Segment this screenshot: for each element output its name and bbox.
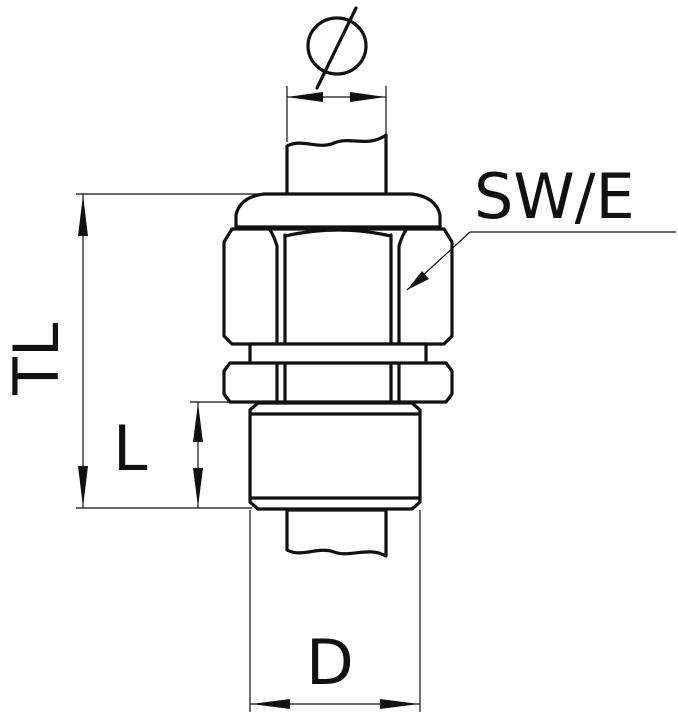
- l-dimension: [190, 401, 250, 508]
- hex-body-lower: [222, 361, 454, 404]
- diameter-symbol: [306, 6, 368, 90]
- upper-cable: [285, 133, 388, 198]
- thread-section: [248, 401, 422, 511]
- sw-e-label: SW/E: [474, 160, 635, 233]
- hex-nut-upper: [222, 227, 454, 346]
- tl-dimension: [76, 193, 262, 509]
- l-label: L: [113, 412, 148, 485]
- d-dimension: [249, 510, 421, 712]
- dome-cap: [234, 192, 442, 229]
- lower-cable: [285, 508, 388, 558]
- tl-label: TL: [0, 322, 73, 396]
- neck: [248, 342, 428, 366]
- cable-diameter-dimension: [286, 86, 387, 142]
- sw-e-leader: [406, 231, 676, 291]
- d-label: D: [306, 626, 354, 699]
